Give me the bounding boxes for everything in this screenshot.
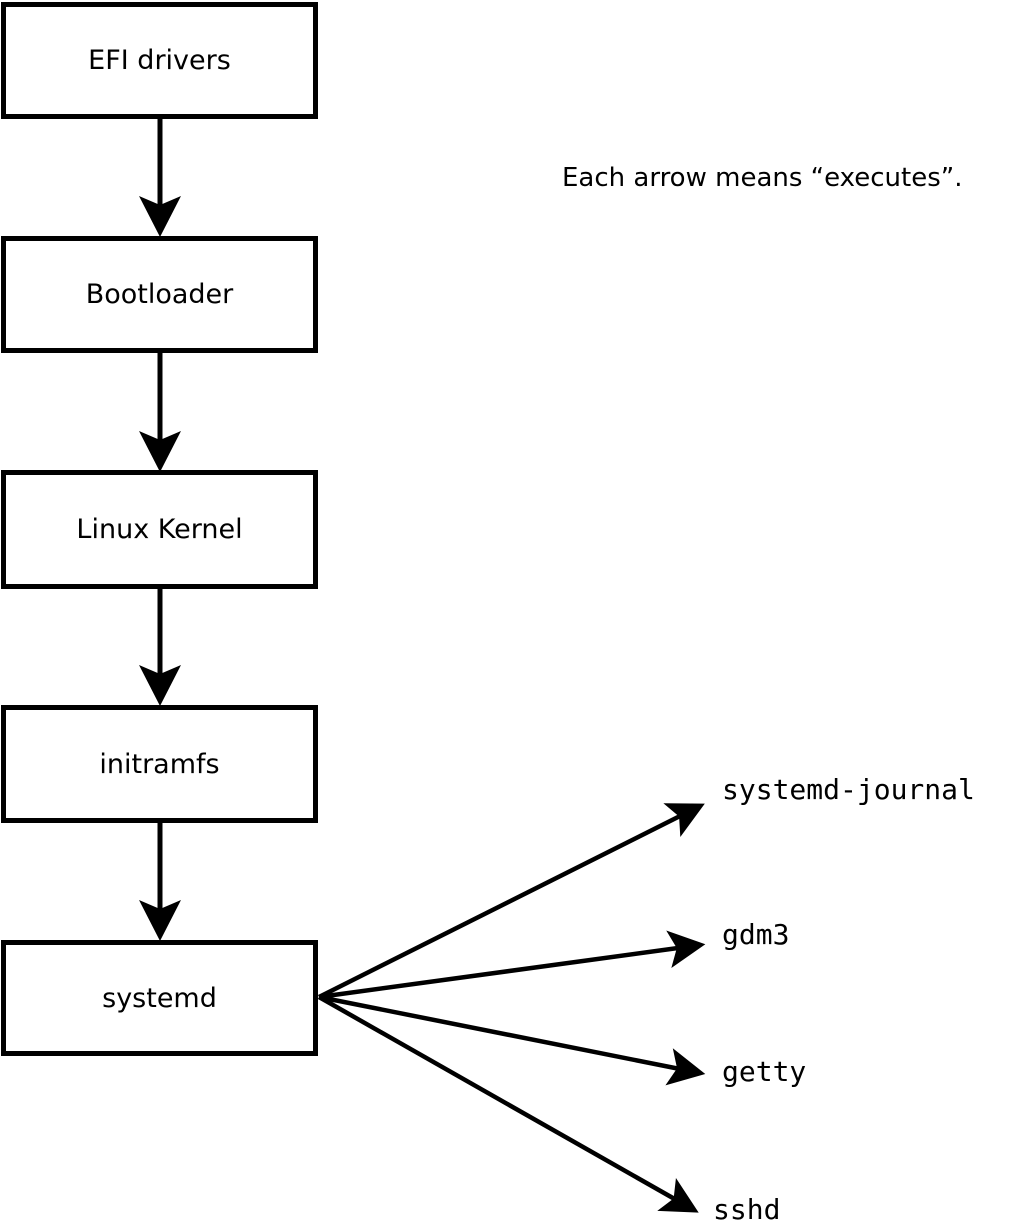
edge-systemd-to-gdm3	[318, 930, 706, 1000]
node-label-systemd: systemd	[102, 982, 217, 1014]
node-bootloader[interactable]: Bootloader	[1, 236, 318, 353]
node-initramfs[interactable]: initramfs	[1, 705, 318, 823]
service-label-sshd[interactable]: sshd	[713, 1193, 781, 1226]
arrow-legend-note: Each arrow means “executes”.	[562, 163, 963, 193]
node-efi-drivers[interactable]: EFI drivers	[1, 2, 318, 119]
node-label-efi-drivers: EFI drivers	[88, 45, 231, 76]
edge-systemd-to-sshd	[317, 995, 699, 1213]
node-linux-kernel[interactable]: Linux Kernel	[1, 470, 318, 589]
edge-systemd-to-getty	[318, 994, 706, 1086]
node-label-initramfs: initramfs	[99, 748, 220, 780]
node-label-linux-kernel: Linux Kernel	[76, 514, 243, 545]
service-label-getty[interactable]: getty	[722, 1055, 807, 1088]
edge-systemd-to-systemd-journal	[317, 803, 705, 1000]
service-label-gdm3[interactable]: gdm3	[722, 918, 790, 951]
node-systemd[interactable]: systemd	[1, 940, 318, 1056]
service-label-systemd-journal[interactable]: systemd-journal	[722, 773, 975, 806]
node-label-bootloader: Bootloader	[85, 279, 234, 310]
